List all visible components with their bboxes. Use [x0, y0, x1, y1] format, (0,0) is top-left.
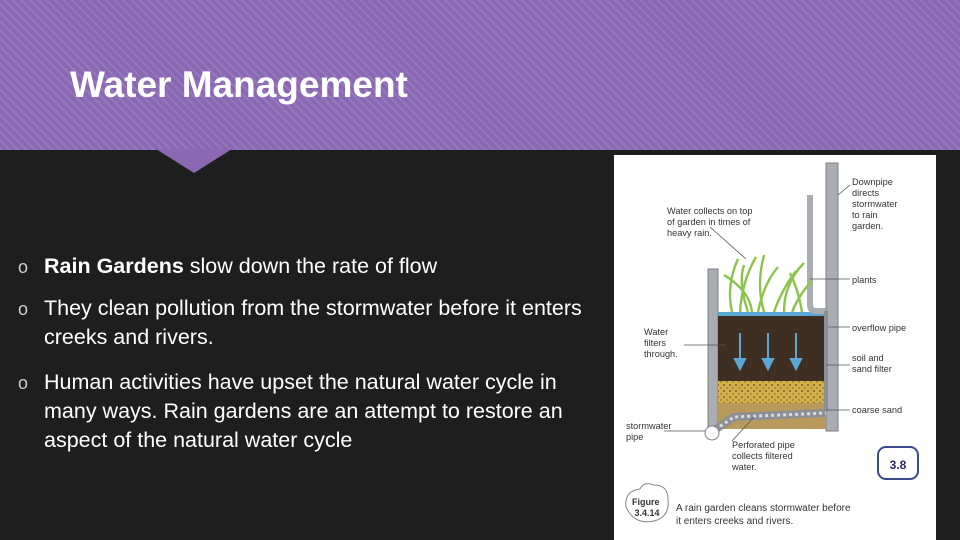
stormwater-pipe-icon [704, 425, 720, 441]
overflow-pipe-label: overflow pipe [852, 323, 906, 333]
left-wall-icon [707, 268, 719, 434]
water-filters-label: Water filters through. [644, 327, 678, 359]
stormwater-pipe-label: stormwater pipe [626, 421, 674, 442]
plants-icon [723, 254, 813, 313]
leader-lines [664, 184, 851, 442]
soil-layer-icon [718, 315, 826, 381]
water-surface-icon [718, 312, 826, 316]
rain-garden-diagram: Water collects on top of garden in times… [625, 162, 919, 527]
downpipe-label: Downpipe directs stormwater to rain gard… [852, 177, 900, 231]
figure-caption: A rain garden cleans stormwater before i… [676, 503, 853, 527]
bullet-marker-icon: o [18, 299, 29, 319]
perforated-holes-icon [709, 411, 827, 435]
bullet-text: slow down the rate of flow [183, 254, 438, 278]
coarse-sand-label: coarse sand [852, 405, 902, 415]
plants-label: plants [852, 275, 877, 285]
slide-title: Water Management [70, 64, 408, 105]
bullet-item: o Rain Gardens slow down the rate of flo… [18, 252, 603, 281]
figure-label-badge-icon [625, 483, 669, 523]
bullet-item: o Human activities have upset the natura… [18, 368, 603, 455]
perforated-pipe-label: Perforated pipe collects filtered water. [731, 440, 797, 472]
rain-garden-figure: Water collects on top of garden in times… [614, 155, 936, 540]
bullet-bold-text: Rain Gardens [44, 254, 184, 278]
figure-number-label: Figure 3.4.14 [632, 497, 662, 518]
overflow-pipe-icon [824, 311, 828, 411]
bullet-item: o They clean pollution from the stormwat… [18, 294, 603, 352]
badge-icon [877, 446, 919, 480]
bullet-marker-icon: o [18, 257, 29, 277]
title-banner [0, 0, 960, 150]
bullet-marker-icon: o [18, 373, 29, 393]
filter-arrows-icon [733, 333, 803, 372]
soil-sand-label: soil and sand filter [852, 353, 892, 374]
water-collects-label: Water collects on top of garden in times… [667, 206, 755, 238]
badge-label: 3.8 [890, 458, 907, 472]
bullet-text: Human activities have upset the natural … [44, 370, 563, 452]
downpipe-icon [825, 162, 839, 432]
downpipe-outlet-icon [807, 195, 826, 314]
bullet-list: o Rain Gardens slow down the rate of flo… [18, 252, 603, 455]
bullet-text: They clean pollution from the stormwater… [44, 296, 582, 349]
sand-speckle-icon [718, 381, 826, 403]
banner-notch [156, 149, 232, 173]
